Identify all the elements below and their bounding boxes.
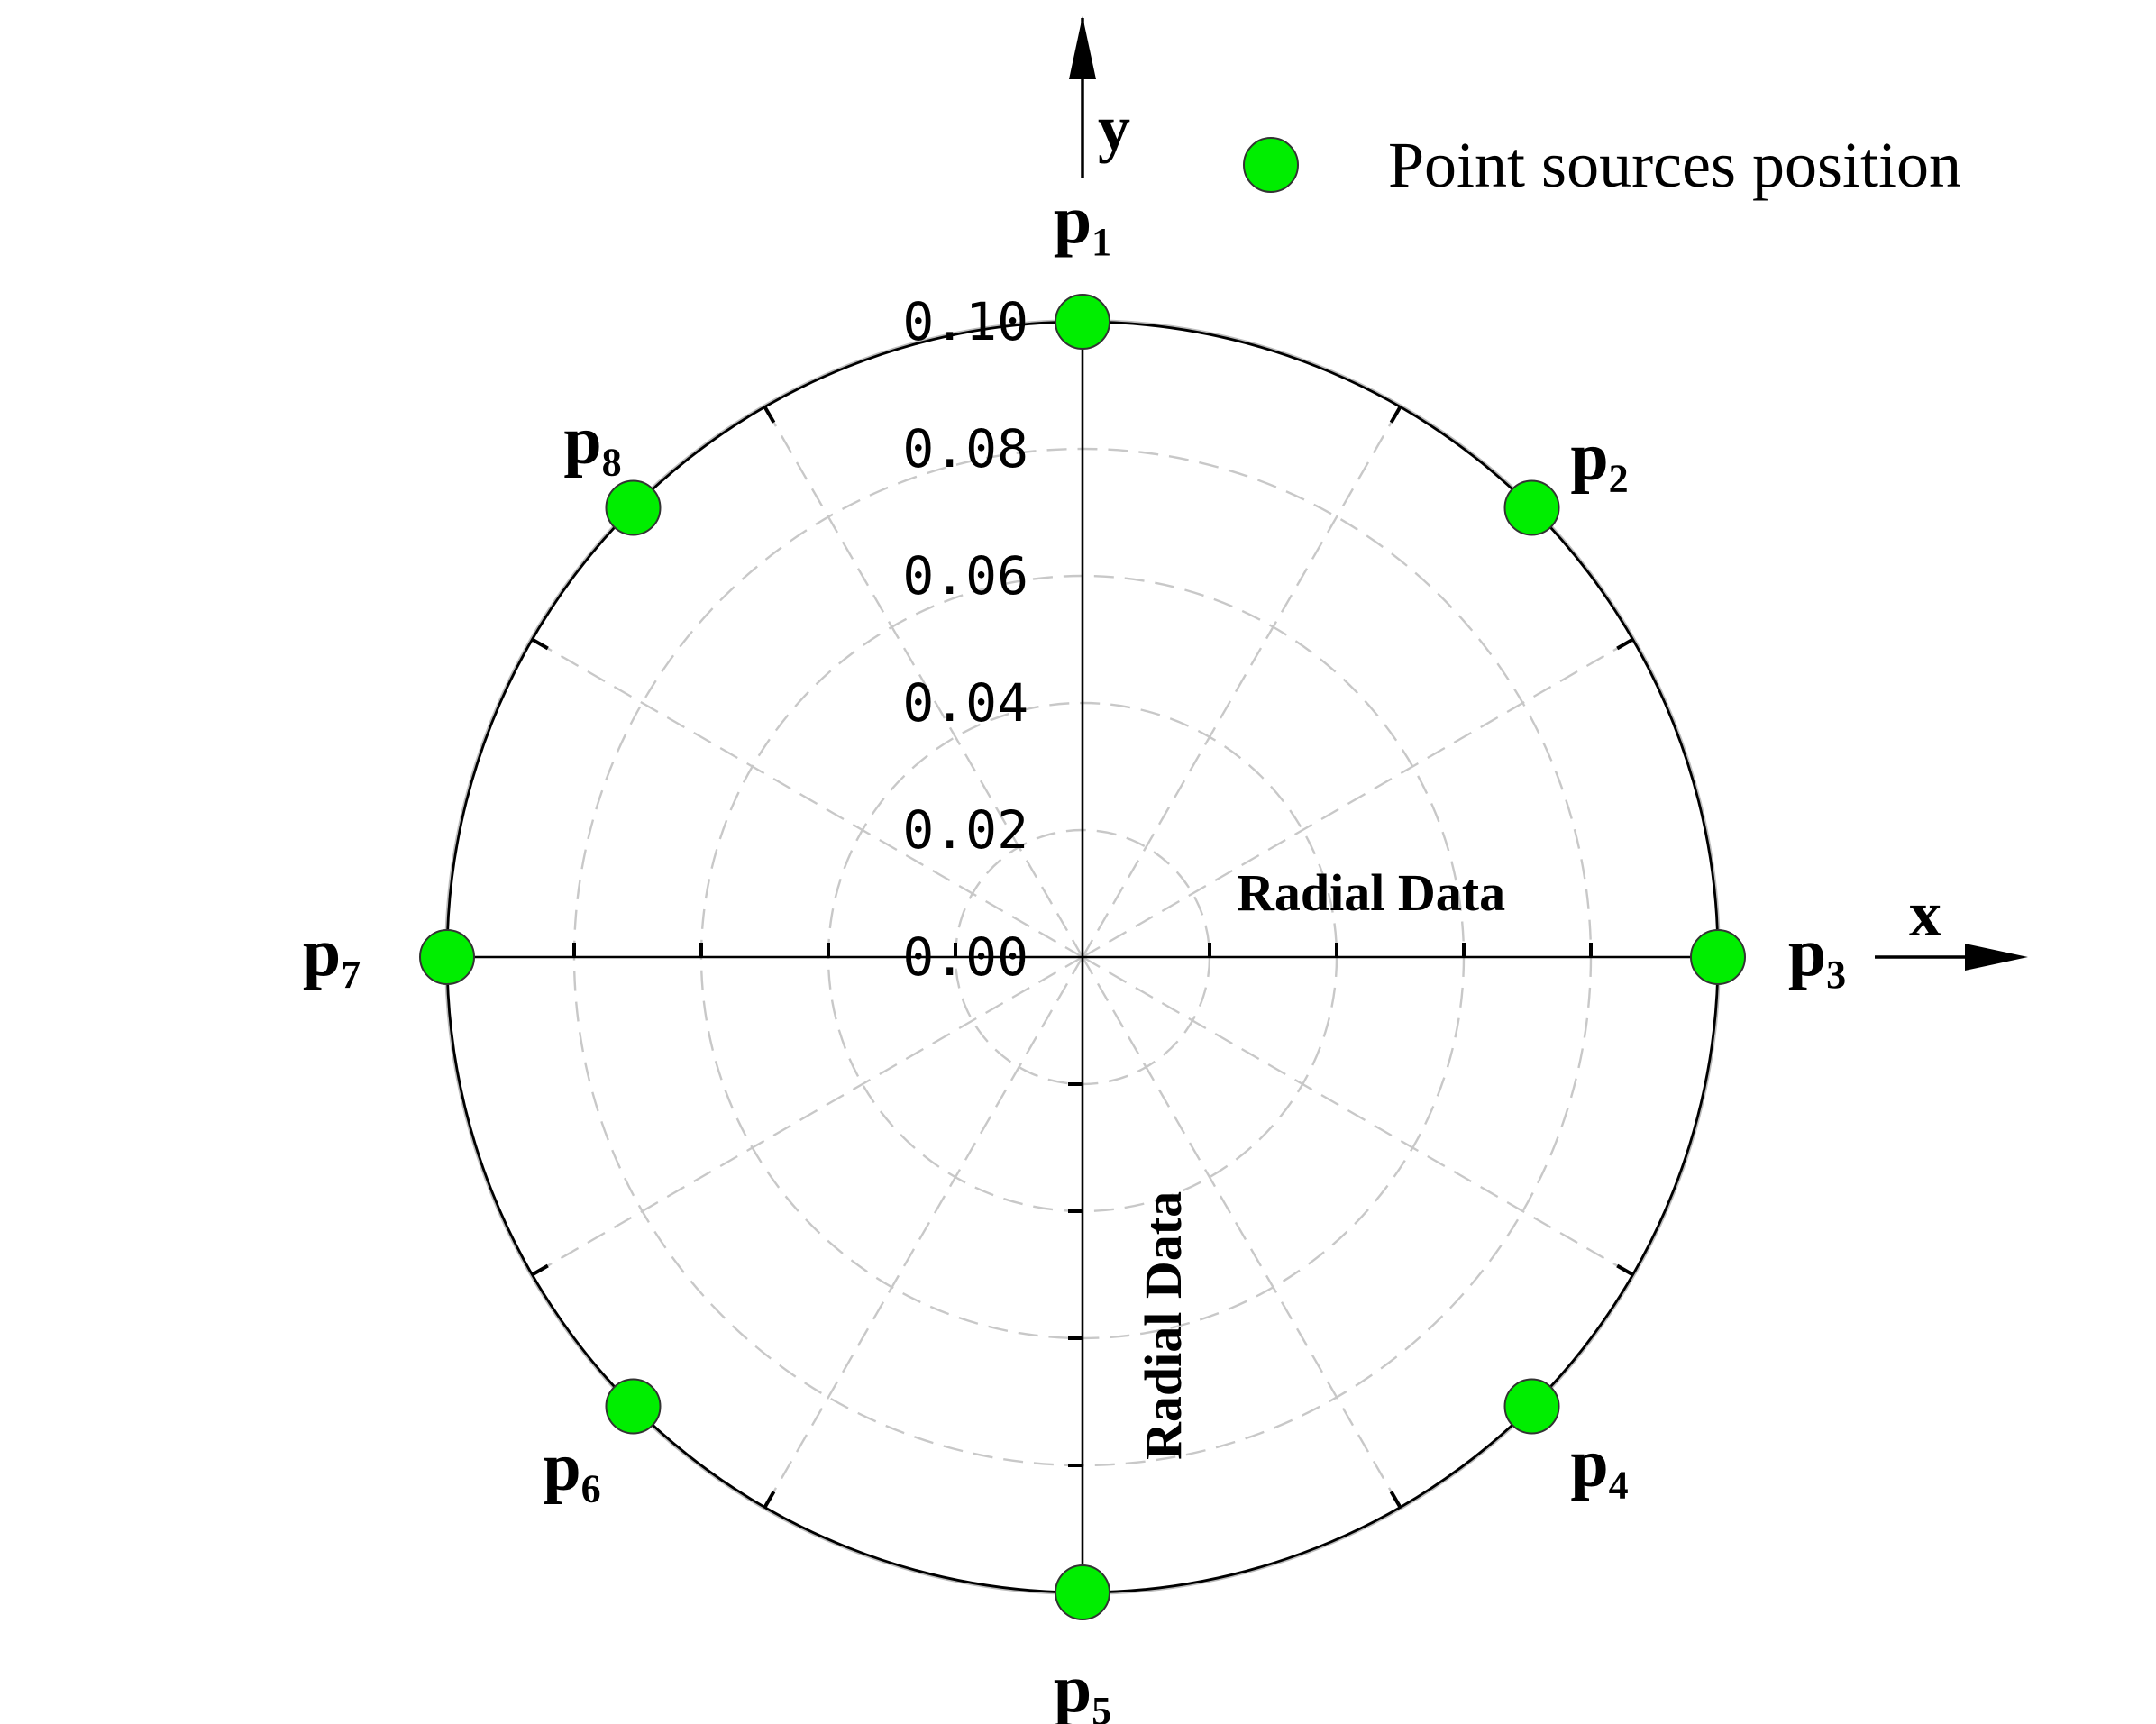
point-source-label: p4 [1570, 1426, 1628, 1508]
radial-tick-label: 0.00 [902, 926, 1028, 988]
radial-axis-label: Radial Data [1237, 863, 1505, 922]
point-source-marker [1503, 1378, 1560, 1435]
tick-labels: 0.00 0.02 0.04 0.06 0.08 0.10 [902, 291, 1028, 988]
y-axis-label: y [1098, 92, 1130, 164]
grid-spoke [1082, 638, 1634, 959]
angular-tick [1616, 637, 1634, 651]
point-source-subscript: 6 [581, 1467, 601, 1511]
point-source-label: p2 [1570, 418, 1628, 500]
angular-tick [763, 406, 776, 424]
point-source-marker [605, 479, 662, 536]
point-source-label: p3 [1788, 915, 1846, 997]
angular-tick [763, 1491, 776, 1509]
point-source-subscript: 8 [602, 440, 622, 484]
point-source-subscript: 7 [341, 953, 361, 997]
point-source-subscript: 4 [1609, 1464, 1629, 1508]
radial-tick-label: 0.04 [902, 672, 1028, 734]
point-source-label: p5 [1054, 1651, 1111, 1724]
radial-axis-label-vertical: Radial Data [1134, 1191, 1192, 1460]
radial-tick-label: 0.08 [902, 418, 1028, 479]
angular-tick [531, 637, 549, 651]
point-source-subscript: 3 [1826, 953, 1846, 997]
point-source-label: p1 [1054, 182, 1111, 264]
radial-tick-label: 0.06 [902, 545, 1028, 607]
point-source-marker [1055, 1564, 1110, 1620]
grid-spoke [763, 406, 1084, 958]
point-source-marker [1690, 929, 1746, 985]
legend-marker [1243, 137, 1299, 193]
angular-tick [1389, 406, 1402, 424]
grid-spoke [1081, 956, 1402, 1509]
point-source-label: p8 [563, 402, 621, 484]
grid-spoke [1081, 406, 1402, 958]
angular-tick [1389, 1491, 1402, 1509]
point-source-subscript: 1 [1092, 220, 1111, 264]
point-source-marker [419, 929, 475, 985]
point-source-label: p7 [303, 915, 361, 997]
angular-tick [1616, 1263, 1634, 1277]
point-source-marker [1055, 294, 1110, 350]
grid-spoke [531, 638, 1083, 959]
grid-spoke [763, 956, 1084, 1509]
x-axis-label: x [1909, 878, 1941, 950]
point-source-marker [1503, 479, 1560, 536]
point-source-label: p6 [543, 1429, 600, 1511]
y-axis-arrow: y [1069, 16, 1130, 178]
grid-spoke [1082, 955, 1634, 1276]
legend: Point sources position [1243, 129, 1961, 201]
legend-label: Point sources position [1388, 129, 1961, 201]
radial-tick-label: 0.10 [902, 291, 1028, 352]
radial-tick-label: 0.02 [902, 799, 1028, 861]
grid-spoke [531, 955, 1083, 1276]
point-source-subscript: 2 [1609, 456, 1629, 500]
x-axis-arrow: x [1875, 878, 2028, 971]
angular-tick [531, 1263, 549, 1277]
point-source-marker [605, 1378, 662, 1435]
point-source-subscript: 5 [1092, 1689, 1111, 1724]
